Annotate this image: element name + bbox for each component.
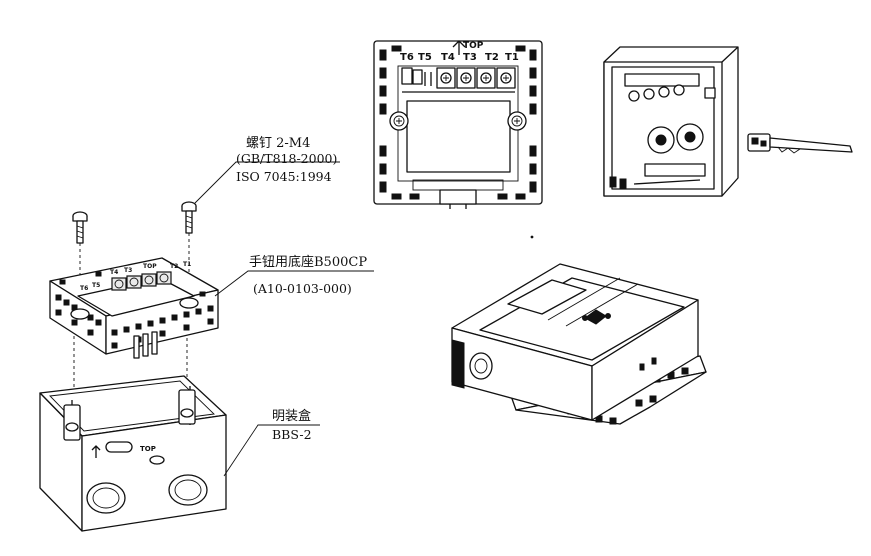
base-plate-front: T6 T5 T4 T3 T2 T1 TOP bbox=[373, 40, 543, 209]
exploded-plate-label-t2: T2 bbox=[170, 263, 178, 270]
callout-screw-gb-standard: (GB/T818-2000) bbox=[236, 151, 338, 166]
screw-left bbox=[72, 211, 88, 244]
module-label-slot bbox=[624, 73, 700, 87]
callout-leaders bbox=[194, 161, 374, 477]
exploded-plate-label-t4: T4 bbox=[110, 269, 118, 276]
exploded-base-plate: T6 T5 T4 T3 T2 T1 TOP bbox=[49, 257, 219, 359]
front-plate-opening bbox=[406, 100, 511, 173]
exploded-plate-label-t5: T5 bbox=[92, 282, 100, 289]
callout-box-model: BBS-2 bbox=[272, 427, 312, 442]
front-plate-top-arrow-icon bbox=[452, 40, 466, 55]
box-oval-slot bbox=[105, 441, 133, 453]
front-plate-label-t1: T1 bbox=[505, 52, 519, 63]
plate-hole-left bbox=[70, 308, 90, 320]
assembled-module bbox=[451, 263, 707, 425]
front-plate-label-t2: T2 bbox=[485, 52, 499, 63]
callout-screw-name: 螺钉 2-M4 bbox=[246, 136, 311, 151]
front-plate-slots bbox=[379, 45, 537, 200]
front-plate-terminals bbox=[401, 67, 516, 93]
plate-clips bbox=[133, 331, 158, 359]
module-back-view bbox=[603, 46, 739, 197]
callout-screw-iso-standard: ISO 7045:1994 bbox=[236, 169, 332, 184]
plate-slots bbox=[55, 271, 214, 349]
box-corner-post-right bbox=[178, 389, 196, 425]
plate-hole-right bbox=[179, 297, 199, 309]
box-top-marker: TOP bbox=[140, 445, 156, 453]
surface-box: TOP bbox=[39, 375, 227, 532]
front-plate-label-t5: T5 bbox=[418, 52, 432, 63]
front-plate-label-t6: T6 bbox=[400, 52, 414, 63]
exploded-plate-label-t1: T1 bbox=[183, 261, 191, 268]
exploded-plate-label-t3: T3 bbox=[124, 267, 132, 274]
front-plate-label-t4: T4 bbox=[441, 52, 455, 63]
key-icon bbox=[747, 133, 853, 154]
assembled-key-hole bbox=[469, 352, 493, 380]
callout-base-code: (A10-0103-000) bbox=[253, 281, 352, 296]
exploded-plate-label-t6: T6 bbox=[80, 285, 88, 292]
callout-base-name: 手钮用底座B500CP bbox=[249, 255, 368, 270]
terminal-block bbox=[111, 271, 172, 291]
assembled-label-window bbox=[507, 279, 587, 315]
screw-right bbox=[181, 201, 197, 234]
front-plate-label-t3: T3 bbox=[463, 52, 477, 63]
front-plate-top-marker: TOP bbox=[463, 41, 484, 51]
box-arrow-icon bbox=[91, 445, 101, 458]
knockout-left bbox=[86, 482, 126, 514]
exploded-plate-top-marker: TOP bbox=[143, 263, 157, 270]
callout-box-name: 明装盒 bbox=[272, 409, 312, 424]
knockout-right bbox=[168, 474, 208, 506]
